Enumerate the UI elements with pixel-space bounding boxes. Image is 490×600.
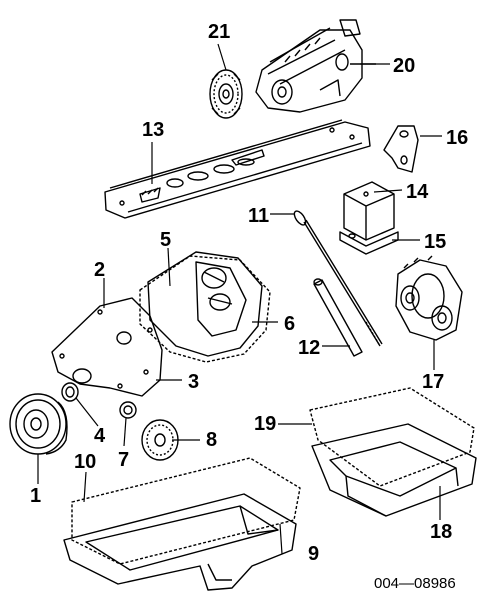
part-15-filter-base (339, 231, 399, 255)
label-20: 20 (393, 55, 416, 77)
part-10-lower-pan-gasket (71, 457, 301, 565)
part-4-seal (61, 382, 79, 402)
part-17-oil-pump (395, 255, 463, 341)
label-16: 16 (446, 127, 469, 149)
part-18-oil-pan (311, 423, 477, 517)
label-6: 6 (284, 313, 296, 335)
label-9: 9 (308, 543, 320, 565)
part-5-gear-housing (147, 251, 263, 357)
part-11-dipstick (293, 210, 383, 347)
part-12-dipstick-tube (313, 278, 363, 357)
part-9-lower-oil-pan (63, 493, 297, 591)
label-10: 10 (74, 451, 97, 473)
part-14-filter-cover (343, 181, 395, 241)
part-1-damper (9, 393, 68, 455)
part-21-gear (209, 69, 243, 119)
label-15: 15 (424, 231, 447, 253)
label-19: 19 (254, 413, 277, 435)
label-4: 4 (94, 425, 106, 447)
label-12: 12 (298, 337, 321, 359)
label-8: 8 (206, 429, 218, 451)
leader-lines (37, 43, 442, 555)
figure-code: 004—08986 (374, 575, 456, 592)
label-21: 21 (208, 21, 231, 43)
part-19-pan-gasket (309, 387, 475, 487)
part-2-front-cover (51, 297, 163, 397)
label-11: 11 (248, 205, 270, 227)
part-16-bracket (383, 125, 419, 173)
part-20-injection-pump (255, 19, 376, 113)
label-3: 3 (188, 371, 200, 393)
label-17: 17 (422, 371, 445, 393)
label-5: 5 (160, 229, 172, 251)
part-7-small-gear (119, 401, 137, 419)
part-13-valve-cover (104, 119, 371, 219)
label-1: 1 (30, 485, 42, 507)
label-13: 13 (142, 119, 165, 141)
part-6-housing-gasket (139, 255, 271, 363)
label-2: 2 (94, 259, 106, 281)
label-14: 14 (406, 181, 429, 203)
label-18: 18 (430, 521, 453, 543)
label-7: 7 (118, 449, 130, 471)
